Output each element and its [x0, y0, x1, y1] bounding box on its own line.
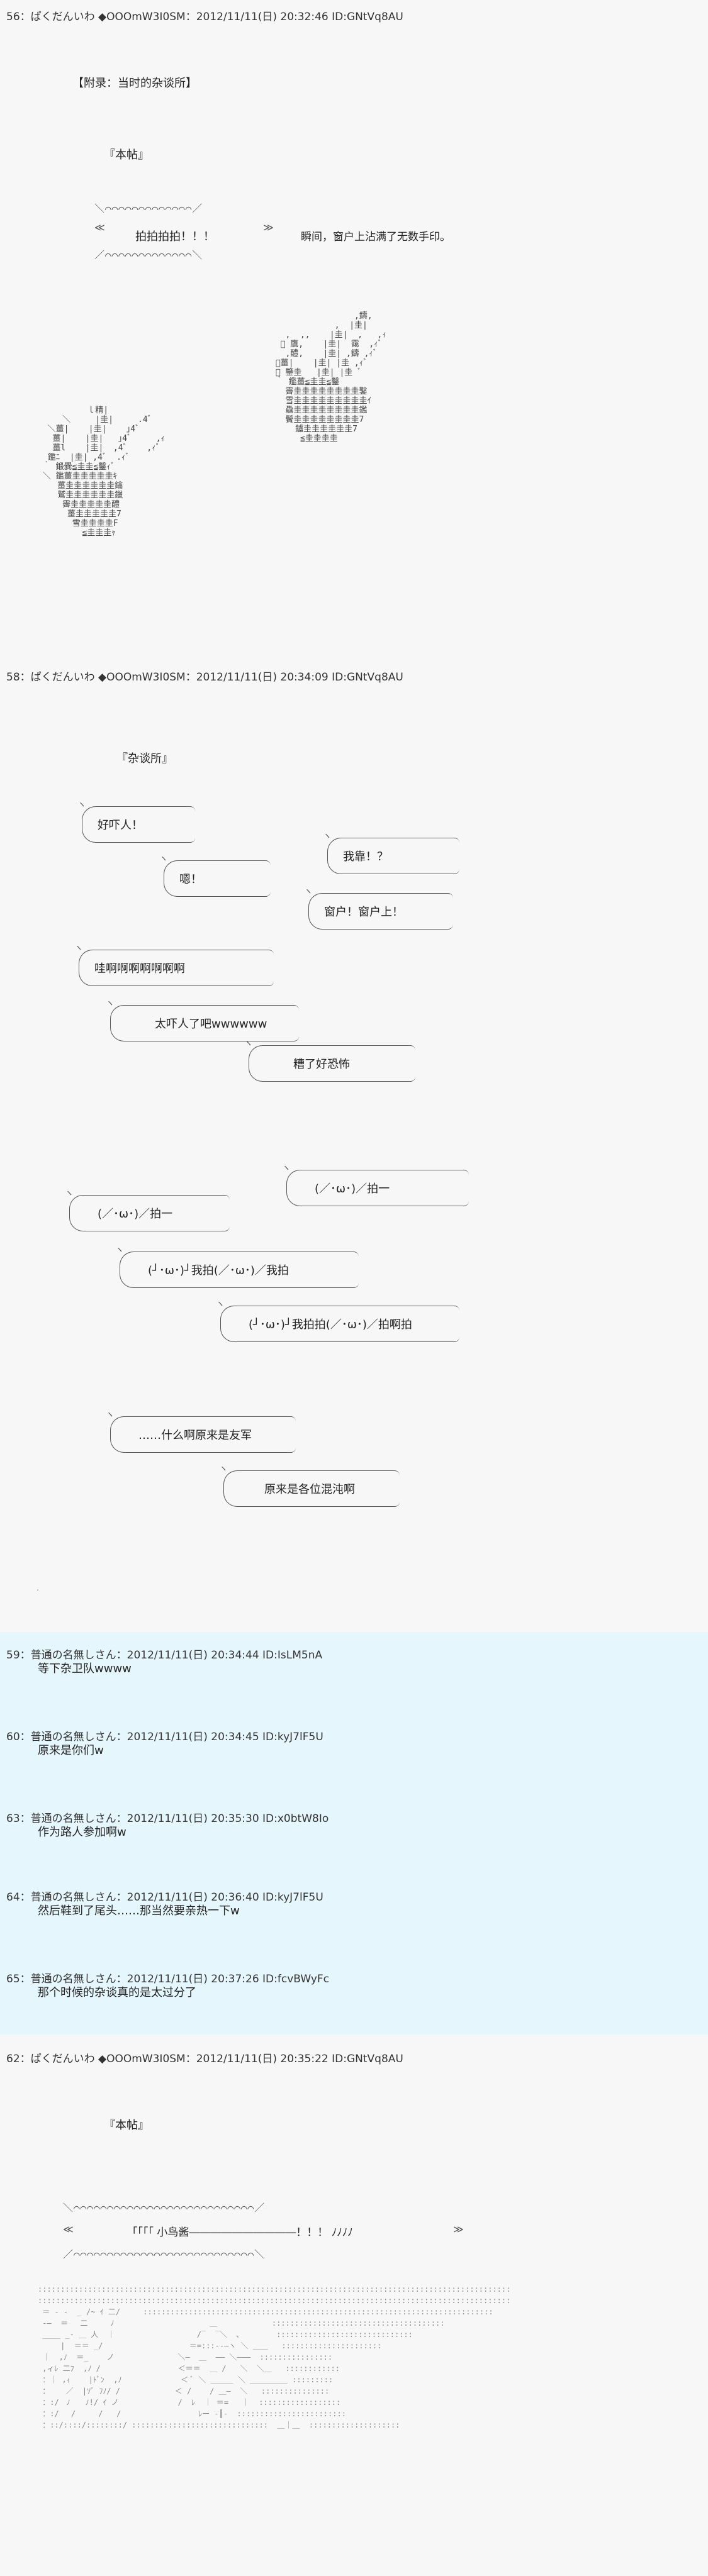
post-header: 56：ぱくだんいわ ◆OOOmW3I0SM：2012/11/11(日) 20:3…: [6, 11, 403, 23]
reply-body: 然后鞋到了尾头……那当然要亲热一下w: [38, 1904, 240, 1918]
shout-frame-bottom: ／⌒⌒⌒⌒⌒⌒⌒⌒⌒⌒⌒⌒⌒⌒⌒⌒⌒⌒⌒⌒⌒⌒⌒⌒⌒⌒⌒＼: [63, 2248, 266, 2260]
post-header: 62：ぱくだんいわ ◆OOOmW3I0SM：2012/11/11(日) 20:3…: [6, 2053, 403, 2065]
thread-label: 『本帖』: [104, 2119, 149, 2132]
speech-bubble: ヽ(┘･ω･)┘我拍(／･ω･)／我拍: [115, 1245, 359, 1288]
speech-bubble: ヽ糟了好恐怖: [244, 1039, 415, 1082]
shout-frame-right: ≫: [263, 221, 274, 233]
reply-body: 原来是你们w: [38, 1744, 104, 1757]
shout-frame-top: ＼⌒⌒⌒⌒⌒⌒⌒⌒⌒⌒⌒⌒⌒／: [94, 203, 203, 214]
replies-block: 59：普通の名無しさん：2012/11/11(日) 20:34:44 ID:Is…: [0, 1632, 708, 2035]
reply-header: 59：普通の名無しさん：2012/11/11(日) 20:34:44 ID:Is…: [6, 1649, 323, 1662]
speech-bubble: ヽ太吓人了吧wwwwww: [106, 999, 299, 1041]
right-hand-art: ,鑄, , |圭| , ,, |圭| , ,ｨ ﾞ 鷹, |圭| 靄 ,ｨﾞ ,…: [271, 311, 386, 443]
shout-text: ｢｢｢｢ 小鸟酱――――――――――！！！ ﾉﾉﾉﾉ: [132, 2226, 353, 2239]
reply-body: 等下杂卫队wwww: [38, 1662, 132, 1675]
shout-frame-bottom: ／⌒⌒⌒⌒⌒⌒⌒⌒⌒⌒⌒⌒⌒＼: [94, 249, 203, 261]
speech-bubble: ヽ我靠！？: [323, 831, 459, 874]
post-58: 58：ぱくだんいわ ◆OOOmW3I0SM：2012/11/11(日) 20:3…: [0, 660, 708, 1635]
speech-bubble: ヽ好吓人！: [77, 800, 195, 843]
reply-body: 作为路人参加啊w: [38, 1826, 126, 1839]
reply-body: 那个时候的杂谈真的是太过分了: [38, 1986, 196, 1999]
speech-bubble: ヽ……什么啊原来是友军: [106, 1410, 296, 1453]
narration: 瞬间，窗户上沾满了无数手印。: [301, 231, 451, 243]
reply-header: 64：普通の名無しさん：2012/11/11(日) 20:36:40 ID:ky…: [6, 1891, 323, 1904]
dot-mark: .: [37, 1584, 39, 1592]
speech-bubble: ヽ(┘･ω･)┘我拍拍(／･ω･)／拍啊拍: [216, 1299, 459, 1342]
post-62: 62：ぱくだんいわ ◆OOOmW3I0SM：2012/11/11(日) 20:3…: [0, 2035, 708, 2576]
shout-frame-top: ＼⌒⌒⌒⌒⌒⌒⌒⌒⌒⌒⌒⌒⌒⌒⌒⌒⌒⌒⌒⌒⌒⌒⌒⌒⌒⌒⌒／: [63, 2202, 266, 2214]
speech-bubble: ヽ(／･ω･)／拍一: [282, 1163, 469, 1206]
speech-bubble: ヽ窗户！窗户上！: [304, 887, 453, 930]
speech-bubble: ヽ(／･ω･)／拍一: [65, 1189, 230, 1231]
appendix-label: 【附录：当时的杂谈所】: [72, 77, 197, 90]
speech-bubble: ヽ哇啊啊啊啊啊啊啊: [74, 943, 274, 986]
shout-frame-left: ≪: [94, 221, 106, 233]
reply-header: 63：普通の名無しさん：2012/11/11(日) 20:35:30 ID:x0…: [6, 1813, 329, 1825]
shout-text: 拍拍拍拍！！！: [135, 230, 215, 243]
shout-frame-left: ≪: [63, 2223, 74, 2235]
reply-header: 65：普通の名無しさん：2012/11/11(日) 20:37:26 ID:fc…: [6, 1973, 330, 1985]
bird-scene-art: ::::::::::::::::::::::::::::::::::::::::…: [38, 2285, 511, 2429]
chat-title: 『杂谈所』: [116, 752, 173, 765]
speech-bubble: ヽ原来是各位混沌啊: [219, 1464, 400, 1507]
post-56: 56：ぱくだんいわ ◆OOOmW3I0SM：2012/11/11(日) 20:3…: [0, 0, 708, 660]
speech-bubble: ヽ嗯！: [159, 854, 271, 897]
shout-frame-right: ≫: [453, 2223, 464, 2235]
thread-label: 『本帖』: [104, 148, 149, 162]
post-header: 58：ぱくだんいわ ◆OOOmW3I0SM：2012/11/11(日) 20:3…: [6, 671, 403, 684]
reply-header: 60：普通の名無しさん：2012/11/11(日) 20:34:45 ID:ky…: [6, 1731, 323, 1743]
left-hand-art: ｌ精| ＼ |圭| .4ﾞ ＼薑| |圭| ｣4ﾞ 薑| |圭| ｣4ﾞ ,ｨ …: [42, 406, 166, 538]
